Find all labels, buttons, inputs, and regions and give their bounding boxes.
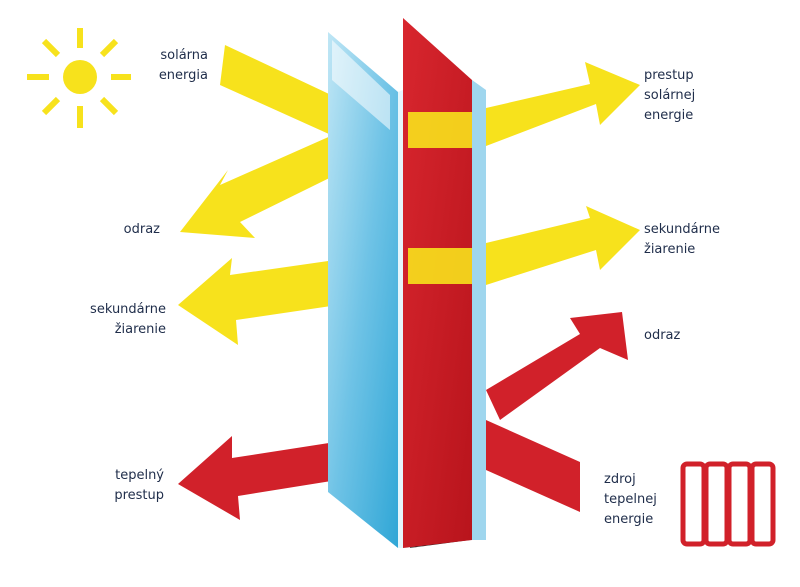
label-heat-source-1: zdroj xyxy=(604,472,636,487)
label-solar-energy: solárna energia xyxy=(140,46,208,86)
label-heat-source-2: tepelnej xyxy=(604,492,657,507)
label-reflection-right: odraz xyxy=(644,326,680,346)
arrow-heat-source xyxy=(486,420,580,512)
arrow-secondary-right xyxy=(486,206,640,285)
label-heat-source: zdroj tepelnej energie xyxy=(604,470,657,530)
arrow-solar-transmission xyxy=(486,62,640,146)
label-secondary-right: sekundárne žiarenie xyxy=(644,220,720,260)
label-secondary-left: sekundárne žiarenie xyxy=(70,300,166,340)
radiator-icon xyxy=(680,461,776,547)
label-solar-transmission: prestup solárnej energie xyxy=(644,66,695,126)
outer-glass-pane xyxy=(328,32,398,548)
label-solar-transmission-3: energie xyxy=(644,108,694,123)
label-heat-transfer-1: tepelný xyxy=(115,468,164,483)
label-heat-transfer-2: prestup xyxy=(114,488,164,503)
label-solar-transmission-1: prestup xyxy=(644,68,694,83)
arrow-reflection-right xyxy=(486,312,628,420)
glass-highlight xyxy=(332,40,390,130)
label-reflection-left-1: odraz xyxy=(123,222,160,237)
label-heat-source-3: energie xyxy=(604,512,654,527)
label-secondary-right-1: sekundárne xyxy=(644,222,720,237)
label-solar-energy-1: solárna xyxy=(160,48,208,63)
label-heat-transfer: tepelný prestup xyxy=(100,466,164,506)
label-secondary-right-2: žiarenie xyxy=(644,242,696,257)
inner-glass-edge xyxy=(472,80,486,540)
arrow-secondary-through xyxy=(408,248,472,284)
arrow-solar-through xyxy=(408,112,472,148)
label-secondary-left-1: sekundárne xyxy=(90,302,166,317)
sun-icon xyxy=(27,28,131,128)
label-solar-energy-2: energia xyxy=(158,68,208,83)
label-secondary-left-2: žiarenie xyxy=(114,322,166,337)
label-solar-transmission-2: solárnej xyxy=(644,88,696,103)
label-reflection-right-1: odraz xyxy=(644,328,681,343)
label-reflection-left: odraz xyxy=(110,220,160,240)
arrow-reflection-left xyxy=(180,123,370,238)
